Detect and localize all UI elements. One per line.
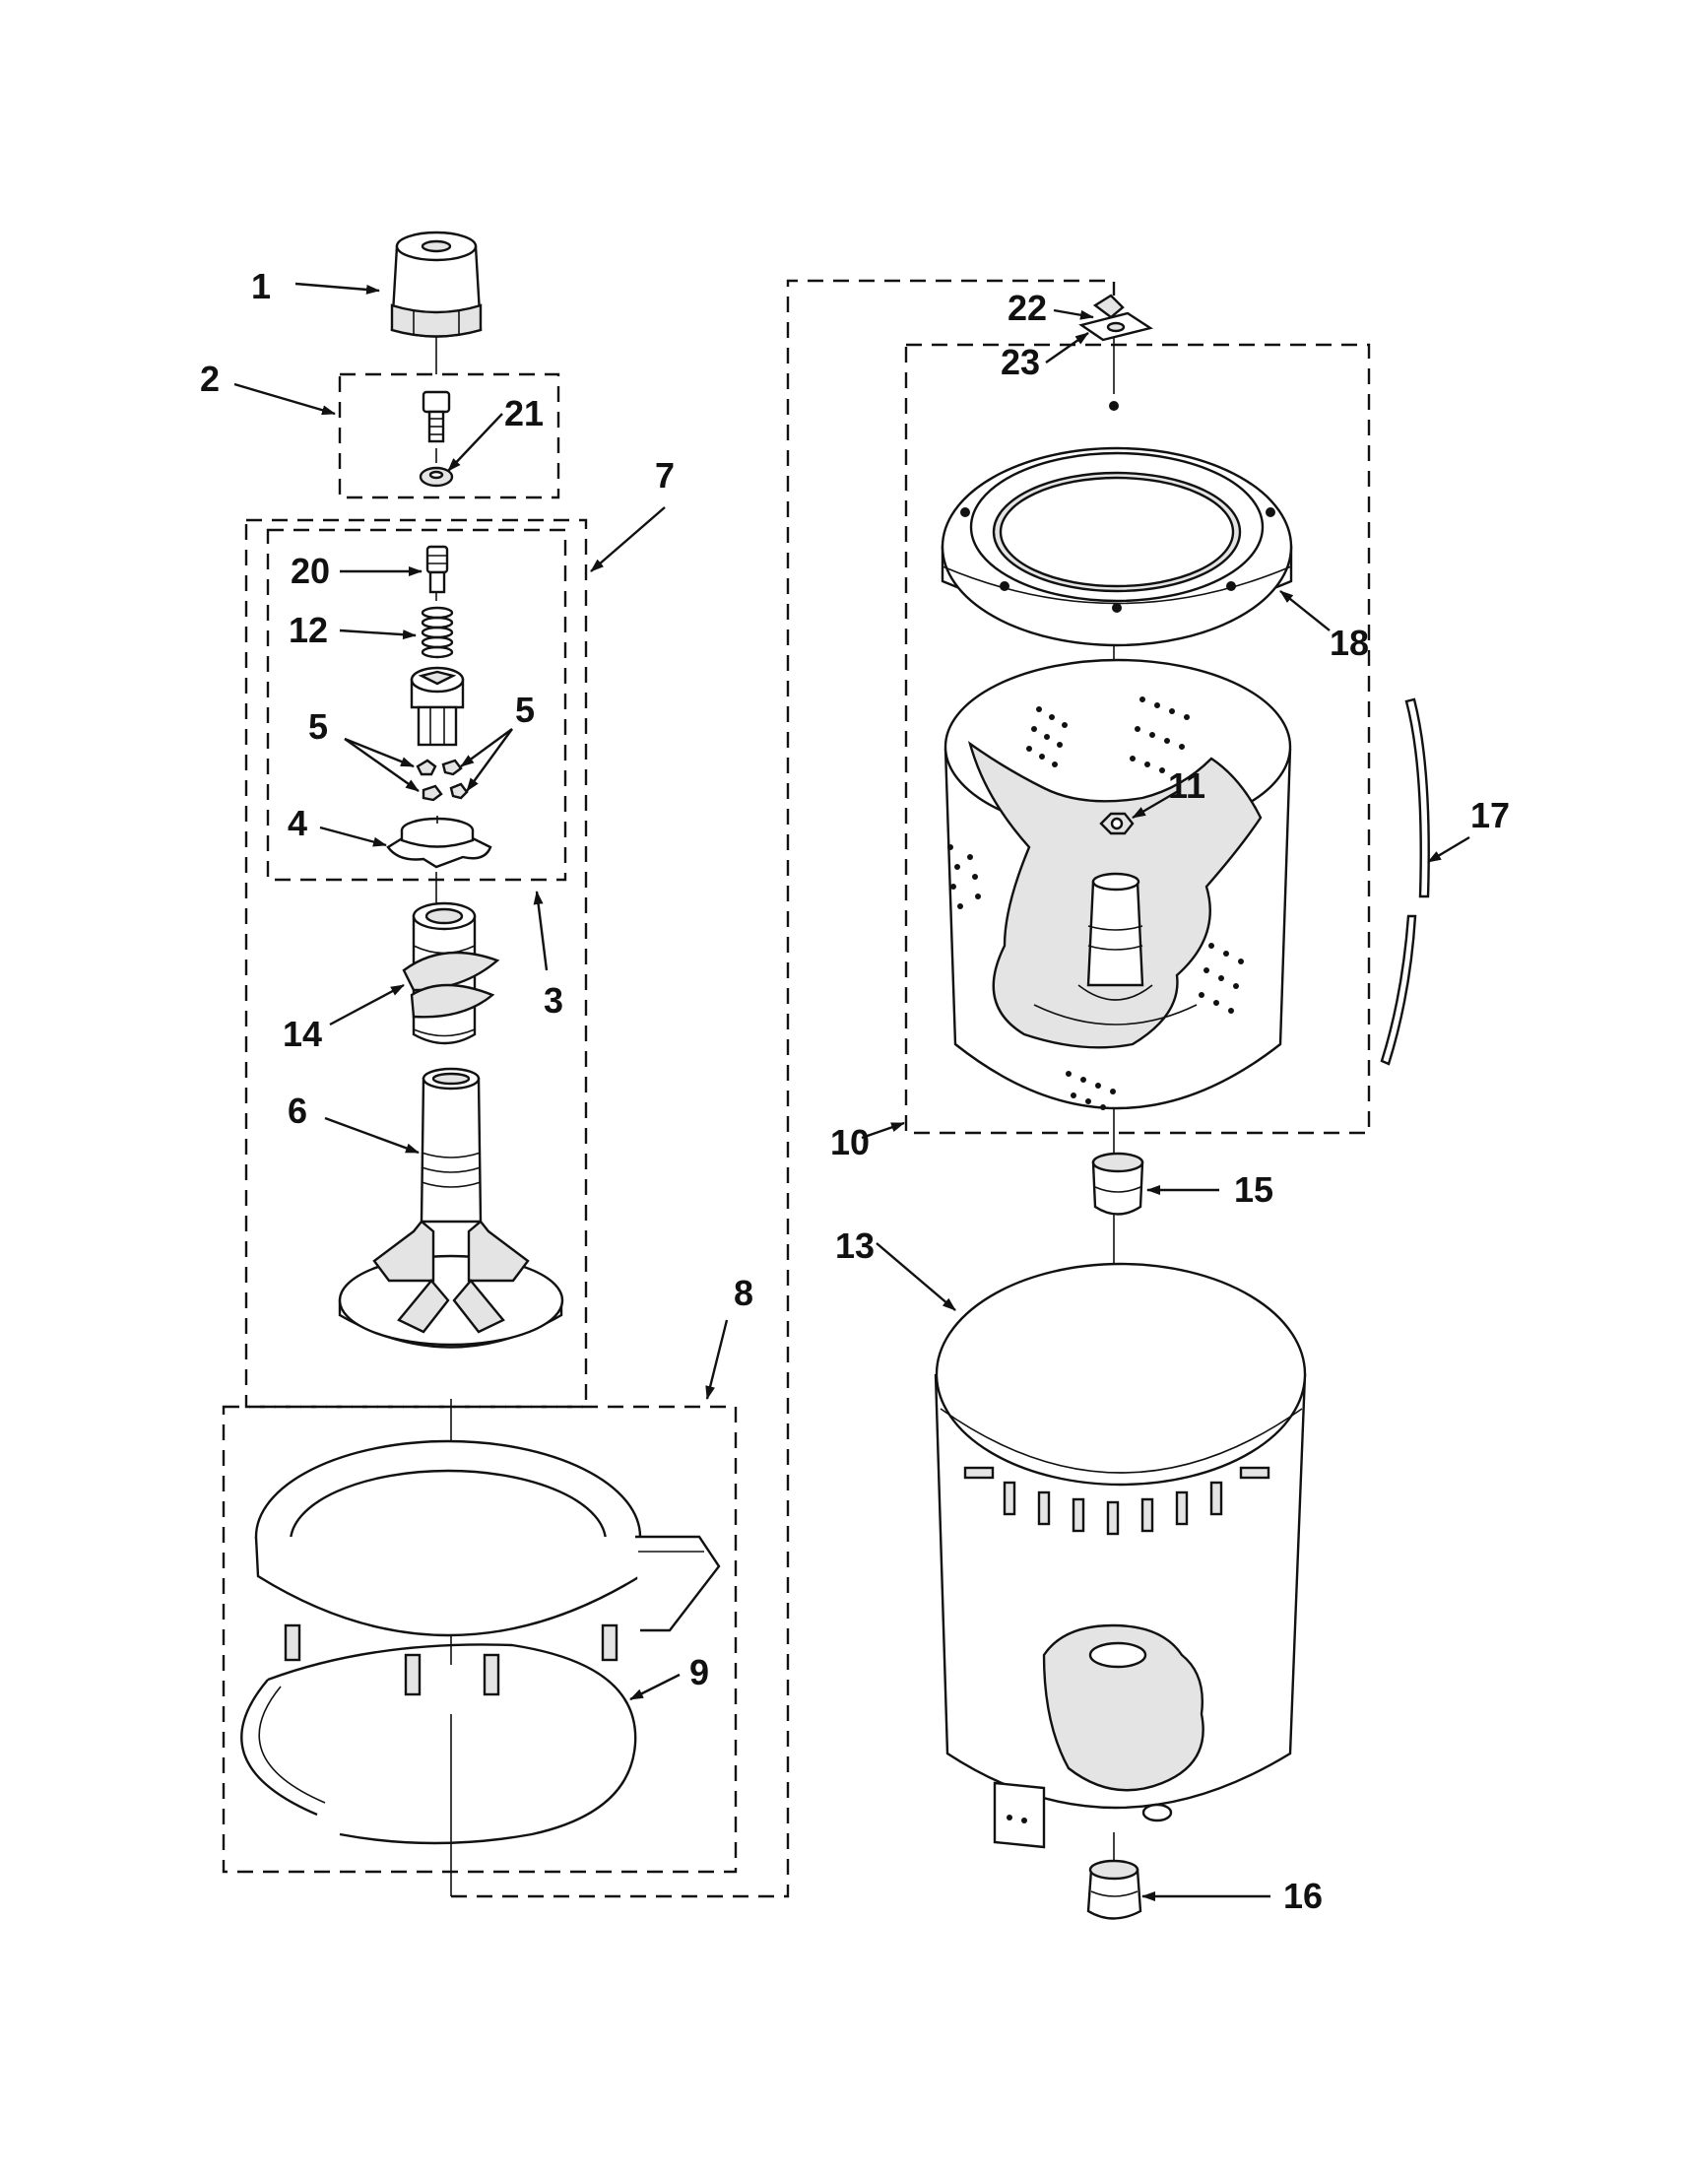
callout-11: 11: [1168, 765, 1205, 806]
part-23-clip: [1078, 311, 1153, 342]
group-box-10: [904, 343, 1371, 1135]
part-5-dogs: [416, 759, 469, 802]
group-box-2: [338, 372, 560, 499]
part-2-bolt: [422, 390, 451, 443]
group-box-8: [222, 1405, 738, 1874]
part-21-washer: [419, 466, 454, 488]
callout-17: 17: [1470, 795, 1510, 835]
group-box-3: [266, 528, 567, 882]
callout-1: 1: [251, 266, 271, 306]
callout-12: 12: [289, 610, 328, 650]
ratchet-cam: [410, 666, 465, 747]
callout-10: 10: [830, 1122, 870, 1162]
callout-labels: 1 2 3 4 5 5 6 7 8 9 10 11 12 13 14 15 16…: [200, 266, 1510, 1916]
part-16-drive-block: [1086, 1859, 1142, 1920]
part-14-auger: [402, 901, 500, 1045]
part-4-cam-drive: [386, 816, 492, 869]
callout-22: 22: [1008, 288, 1047, 328]
callout-5-left: 5: [308, 706, 328, 747]
leader-lines: [233, 282, 1470, 1901]
callout-2: 2: [200, 359, 220, 399]
callout-18: 18: [1330, 623, 1369, 663]
callout-20: 20: [291, 551, 330, 591]
part-12-spring: [421, 606, 454, 659]
part-15-bearing: [1091, 1152, 1144, 1216]
callout-3: 3: [544, 980, 563, 1021]
callout-14: 14: [283, 1014, 322, 1054]
part-13-outer-tub: [934, 1262, 1307, 1849]
callout-6: 6: [288, 1091, 307, 1131]
callout-23: 23: [1001, 342, 1040, 382]
callout-16: 16: [1283, 1876, 1323, 1916]
callout-9: 9: [689, 1652, 709, 1692]
callout-21: 21: [504, 393, 544, 433]
callout-15: 15: [1234, 1169, 1273, 1210]
callout-7: 7: [655, 455, 675, 496]
group-boxes: [222, 343, 1371, 1874]
part-18-balance-ring: [941, 401, 1293, 647]
part-10-spin-basket: [943, 658, 1292, 1110]
part-22-seal: [1092, 294, 1125, 319]
part-8-tub-ring: [254, 1439, 721, 1696]
part-1-agitator-cap: [390, 231, 483, 338]
part-20-pin: [425, 545, 449, 594]
callout-13: 13: [835, 1225, 875, 1266]
part-11-nut: [1099, 812, 1135, 835]
callout-5-right: 5: [515, 690, 535, 730]
part-9-clamp-ring: [240, 1643, 637, 1845]
callout-8: 8: [734, 1273, 753, 1313]
part-6-agitator: [338, 1067, 564, 1349]
part-17-hose: [1380, 697, 1430, 1066]
callout-4: 4: [288, 803, 307, 843]
